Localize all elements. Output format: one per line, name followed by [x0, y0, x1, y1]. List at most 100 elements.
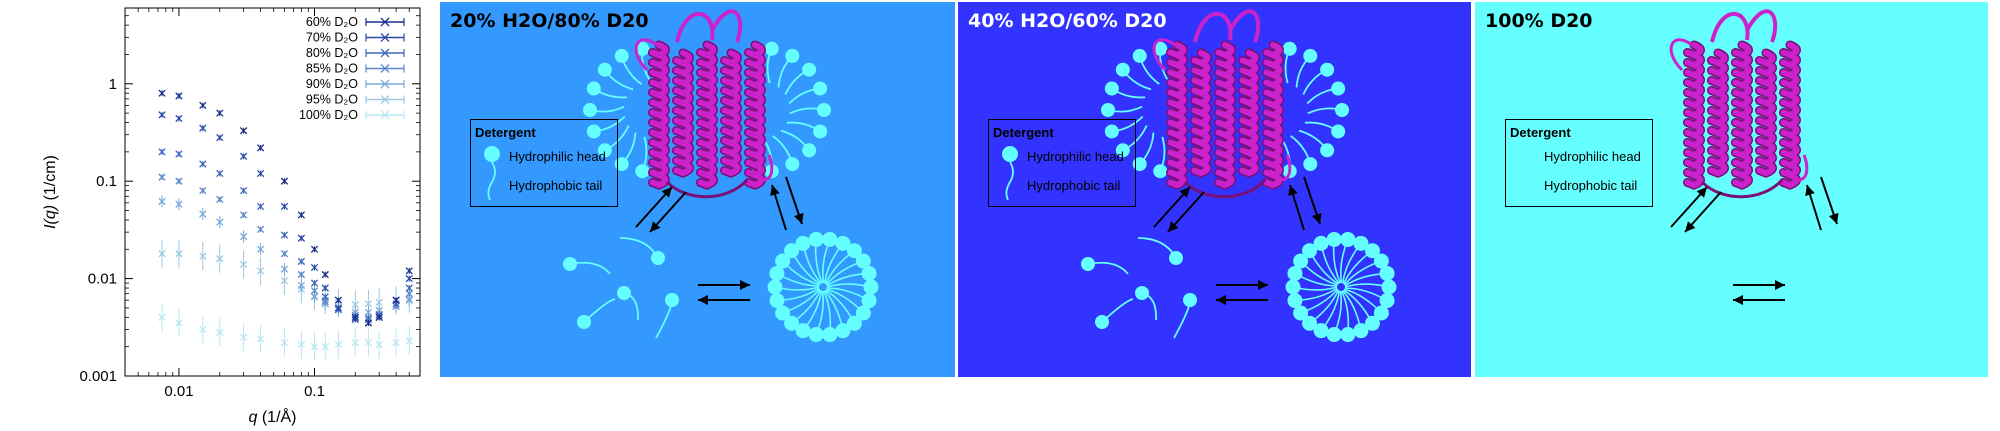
data-point: [405, 284, 413, 292]
legend-glyphs: [484, 146, 500, 201]
legend-label: 95% D₂O: [306, 93, 358, 107]
panel-title: 40% H2O/60% D20: [968, 10, 1167, 32]
data-point: [280, 177, 289, 185]
data-point: [351, 338, 359, 347]
data-point: [280, 231, 289, 239]
data-point: [199, 210, 207, 218]
legend-tail-label: Hydrophobic tail: [509, 178, 603, 193]
data-point: [256, 267, 265, 275]
data-point: [310, 279, 319, 287]
legend-label: 60% D₂O: [306, 15, 358, 29]
data-point: [199, 186, 207, 195]
data-point: [392, 296, 400, 304]
data-point: [321, 293, 329, 301]
data-point: [175, 177, 183, 185]
data-point: [199, 252, 207, 260]
detergent-monomer-icon: [563, 237, 679, 339]
legend-tail-label: Hydrophobic tail: [1544, 178, 1638, 193]
data-point: [297, 234, 306, 242]
data-point: [280, 277, 289, 285]
detergent-legend: Detergent Hydrophilic head Hydrophobic t…: [988, 119, 1136, 207]
y-tick-label: 1: [109, 76, 117, 93]
data-point: [216, 133, 224, 142]
legend-marker: [380, 48, 390, 58]
data-point: [280, 338, 289, 347]
data-point: [405, 296, 413, 304]
data-point: [310, 293, 319, 301]
data-point: [256, 245, 265, 253]
data-point: [364, 319, 373, 327]
data-point: [297, 340, 306, 349]
data-point: [280, 265, 289, 273]
data-point: [334, 296, 343, 304]
data-point: [256, 225, 265, 234]
series-2: [158, 148, 413, 324]
y-tick-label: 0.001: [79, 368, 117, 385]
data-point: [199, 124, 207, 132]
legend-tail-label: Hydrophobic tail: [1027, 178, 1121, 193]
data-point: [158, 313, 166, 322]
data-point: [158, 111, 166, 119]
legend-marker: [380, 33, 390, 42]
legend-marker: [380, 79, 390, 89]
data-point: [199, 325, 207, 334]
data-point: [310, 343, 319, 351]
series-0: [158, 89, 413, 327]
head-glyph: [484, 146, 500, 162]
y-tick-label: 0.01: [88, 271, 117, 288]
tail-glyph: [487, 161, 496, 201]
detergent-belt: [1280, 41, 1349, 179]
data-point: [392, 338, 400, 347]
data-point: [175, 319, 183, 327]
data-point: [239, 260, 248, 269]
series-6: [158, 303, 413, 361]
data-point: [310, 287, 319, 295]
data-point: [216, 109, 224, 117]
detergent-legend: Detergent Hydrophilic head Hydrophobic t…: [470, 119, 618, 207]
data-point: [256, 335, 265, 343]
data-point: [239, 152, 248, 160]
data-point: [158, 173, 166, 181]
data-point: [297, 281, 306, 290]
panel-60-percent-d2o: 40% H2O/60% D20 Detergent Hydrophilic he…: [958, 2, 1471, 377]
data-point: [175, 200, 183, 208]
data-point: [239, 127, 248, 135]
panel-80-percent-d2o: 20% H2O/80% D20 Detergent Hydrophilic he…: [440, 2, 955, 377]
data-point: [158, 197, 166, 206]
data-point: [175, 92, 183, 100]
x-axis-label: q (1/Å): [248, 407, 296, 426]
data-point: [216, 195, 224, 204]
data-point: [321, 270, 329, 279]
membrane-protein-icon: [1152, 9, 1292, 199]
data-point: [175, 114, 183, 123]
equilibrium-arrows-icon: [635, 176, 804, 305]
panel-title: 20% H2O/80% D20: [450, 10, 649, 32]
data-point: [175, 150, 183, 158]
data-point: [239, 333, 248, 341]
data-point: [334, 304, 343, 312]
data-point: [375, 298, 383, 307]
legend-marker: [380, 95, 390, 104]
data-point: [375, 340, 383, 349]
data-point: [175, 250, 183, 258]
data-point: [256, 169, 265, 178]
detergent-belt: [1101, 41, 1170, 179]
data-point: [216, 169, 224, 178]
plot-frame: [124, 7, 421, 377]
data-point: [351, 301, 359, 309]
data-point: [256, 202, 265, 211]
tail-glyph: [1005, 161, 1014, 201]
legend-head-label: Hydrophilic head: [509, 149, 606, 164]
series-3: [158, 173, 413, 322]
head-glyph: [1002, 146, 1018, 162]
data-point: [375, 313, 383, 322]
data-point: [239, 211, 248, 219]
data-point: [280, 250, 289, 258]
data-point: [280, 202, 289, 211]
y-axis-label: I(q) (1/cm): [42, 155, 59, 229]
data-point: [216, 328, 224, 337]
micelle-icon: [767, 231, 879, 343]
data-point: [334, 340, 343, 349]
legend-marker: [380, 110, 390, 120]
